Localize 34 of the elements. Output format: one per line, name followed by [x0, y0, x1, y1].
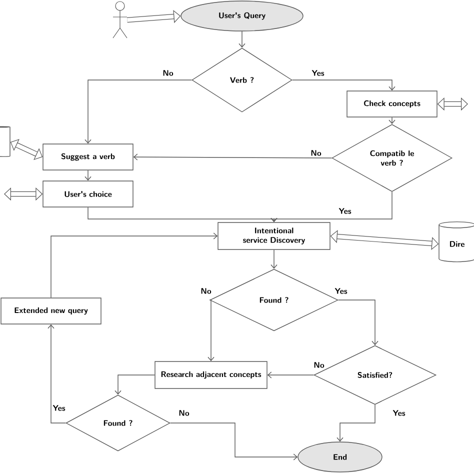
person-drawing — [112, 1, 128, 38]
arrow — [336, 404, 376, 442]
arrow — [270, 250, 278, 269]
arrow — [270, 192, 392, 222]
process-box: User's choice — [42, 180, 134, 208]
arrow — [114, 374, 155, 395]
arrow — [388, 117, 396, 124]
arrow — [292, 80, 396, 91]
edge-label: No — [312, 361, 326, 369]
arrow — [208, 300, 214, 362]
double-arrow — [10, 139, 43, 160]
arrow — [84, 80, 192, 144]
process-box: Research adjacent concepts — [154, 361, 268, 389]
arrow — [133, 154, 332, 160]
arrow — [84, 170, 92, 181]
arrow — [170, 422, 298, 460]
edge-label: No — [178, 409, 190, 417]
arrow — [238, 31, 246, 48]
arrow — [338, 300, 378, 346]
database-cylinder — [0, 126, 10, 157]
arrow — [50, 232, 218, 298]
edge-label: Yes — [392, 409, 406, 417]
edge-label: Yes — [310, 69, 326, 77]
arrow — [48, 324, 66, 424]
process-box: Intentional service Discovery — [218, 222, 330, 250]
arrow — [267, 372, 314, 378]
edge-label: No — [162, 69, 174, 77]
process-box: Suggest a verb — [42, 144, 134, 170]
edge-label: No — [310, 149, 322, 157]
process-box: Extended new query — [0, 298, 102, 324]
edge-label: Yes — [338, 207, 352, 215]
process-box: Check concepts — [346, 90, 438, 118]
database-cylinder: Dire — [438, 221, 474, 262]
edge-label: Yes — [52, 404, 66, 412]
